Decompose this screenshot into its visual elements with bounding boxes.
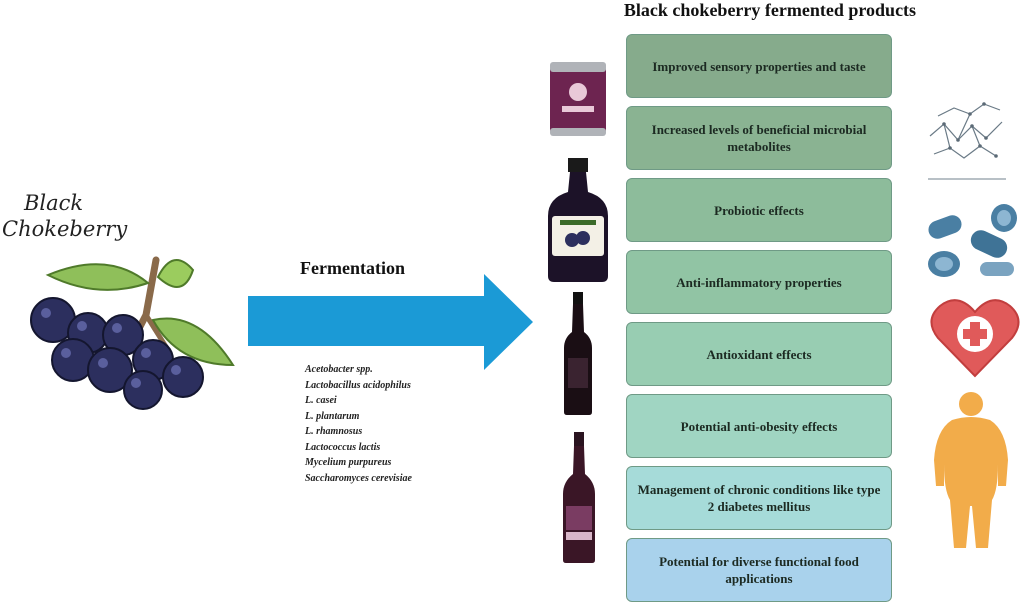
effect-box-antioxidant: Antioxidant effects <box>626 322 892 386</box>
microorganism-item: Lactococcus lactis <box>305 441 381 453</box>
berry-label-line2: Chokeberry <box>2 217 128 242</box>
microorganism-item: Acetobacter spp. <box>305 364 373 375</box>
microbial-network-icon <box>928 102 1006 180</box>
microorganism-list: Acetobacter spp. Lactobacillus acidophil… <box>305 362 412 486</box>
obese-body-icon <box>934 392 1008 548</box>
juice-bottle-icon <box>548 158 608 282</box>
wine-bottle-icon <box>563 432 595 563</box>
bacteria-icon <box>928 204 1017 277</box>
effect-box-functional-food: Potential for diverse functional food ap… <box>626 538 892 602</box>
berry-label: Black Chokeberry <box>2 190 132 243</box>
fermentation-arrow-icon <box>248 274 533 370</box>
vinegar-bottle-icon <box>564 292 592 415</box>
microorganism-item: L. plantarum <box>305 410 360 422</box>
powder-can-icon <box>550 62 606 136</box>
effect-box-sensory: Improved sensory properties and taste <box>626 34 892 98</box>
heart-medical-icon <box>930 299 1020 378</box>
fermentation-label: Fermentation <box>300 258 405 278</box>
effect-box-metabolites: Increased levels of beneficial microbial… <box>626 106 892 170</box>
effect-box-anti-inflammatory: Anti-inflammatory properties <box>626 250 892 314</box>
microorganism-item: Lactobacillus acidophilus <box>305 379 411 391</box>
effect-box-anti-obesity: Potential anti-obesity effects <box>626 394 892 458</box>
chokeberry-illustration <box>30 256 235 410</box>
diagram-title: Black chokeberry fermented products <box>623 0 917 20</box>
leaf-icon <box>45 263 151 291</box>
microorganism-item: L. casei <box>305 395 337 406</box>
berry-label-line1: Black <box>24 191 84 215</box>
effect-box-probiotic: Probiotic effects <box>626 178 892 242</box>
microorganism-item: Mycelium purpureus <box>305 457 392 468</box>
effect-box-chronic-conditions: Management of chronic conditions like ty… <box>626 466 892 530</box>
microorganism-item: Saccharomyces cerevisiae <box>305 472 412 484</box>
microorganism-item: L. rhamnosus <box>305 426 363 437</box>
